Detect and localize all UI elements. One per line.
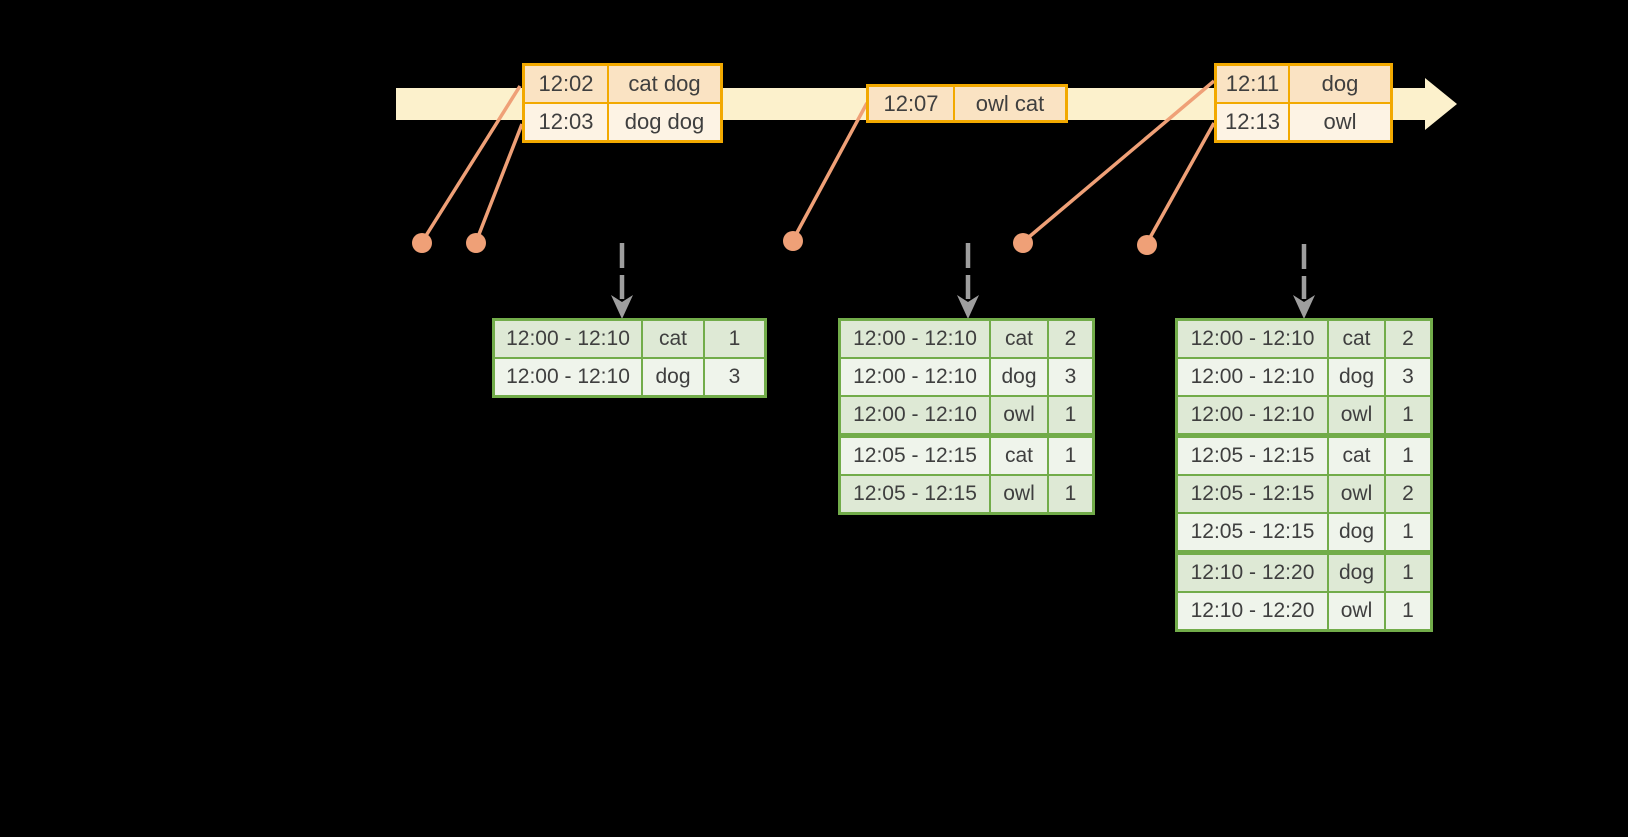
count-cell: 1	[705, 321, 764, 357]
event-time-cell: 12:02	[525, 66, 607, 102]
result-row: 12:00 - 12:10 owl 1	[841, 397, 1092, 433]
result-row: 12:05 - 12:15 owl 1	[841, 476, 1092, 512]
result-table-1: 12:00 - 12:10 cat 1 12:00 - 12:10 dog 3	[492, 318, 767, 398]
result-table-3: 12:00 - 12:10 cat 2 12:00 - 12:10 dog 3 …	[1175, 318, 1433, 632]
word-cell: owl	[1329, 476, 1384, 512]
word-cell: owl	[1329, 397, 1384, 433]
result-row: 12:00 - 12:10 cat 2	[1178, 321, 1430, 357]
event-row: 12:11 dog	[1217, 66, 1390, 102]
trigger-arrowheads	[611, 295, 1315, 319]
word-cell: owl	[991, 397, 1047, 433]
count-cell: 1	[1386, 514, 1430, 550]
window-cell: 12:05 - 12:15	[841, 476, 989, 512]
event-table-1: 12:02 cat dog 12:03 dog dog	[522, 63, 723, 143]
event-time-cell: 12:13	[1217, 104, 1288, 140]
window-cell: 12:00 - 12:10	[1178, 359, 1327, 395]
event-connector-line	[474, 123, 524, 243]
event-words-cell: dog	[1290, 66, 1390, 102]
trigger-arrows	[619, 243, 1307, 299]
count-cell: 1	[1049, 397, 1092, 433]
count-cell: 1	[1049, 438, 1092, 474]
window-cell: 12:00 - 12:10	[1178, 321, 1327, 357]
result-row: 12:10 - 12:20 dog 1	[1178, 555, 1430, 591]
event-connector-line	[791, 102, 869, 241]
word-cell: cat	[991, 438, 1047, 474]
event-time-cell: 12:11	[1217, 66, 1288, 102]
count-cell: 1	[1386, 555, 1430, 591]
window-cell: 12:05 - 12:15	[1178, 476, 1327, 512]
trigger-arrowhead-icon	[957, 295, 979, 319]
window-cell: 12:00 - 12:10	[841, 359, 989, 395]
event-table-2: 12:07 owl cat	[866, 84, 1068, 123]
result-table-2: 12:00 - 12:10 cat 2 12:00 - 12:10 dog 3 …	[838, 318, 1095, 515]
word-cell: cat	[1329, 438, 1384, 474]
event-dot	[1137, 235, 1157, 255]
word-cell: dog	[991, 359, 1047, 395]
count-cell: 3	[705, 359, 764, 395]
count-cell: 1	[1049, 476, 1092, 512]
word-cell: owl	[991, 476, 1047, 512]
word-cell: dog	[1329, 555, 1384, 591]
result-row: 12:00 - 12:10 cat 2	[841, 321, 1092, 357]
window-cell: 12:05 - 12:15	[1178, 438, 1327, 474]
result-row: 12:05 - 12:15 cat 1	[1178, 438, 1430, 474]
word-cell: owl	[1329, 593, 1384, 629]
count-cell: 2	[1049, 321, 1092, 357]
event-time-cell: 12:03	[525, 104, 607, 140]
count-cell: 1	[1386, 397, 1430, 433]
window-cell: 12:00 - 12:10	[495, 321, 641, 357]
window-cell: 12:00 - 12:10	[1178, 397, 1327, 433]
word-cell: dog	[1329, 359, 1384, 395]
count-cell: 2	[1386, 321, 1430, 357]
event-row: 12:03 dog dog	[525, 104, 720, 140]
word-cell: dog	[643, 359, 703, 395]
result-row: 12:00 - 12:10 dog 3	[495, 359, 764, 395]
result-row: 12:00 - 12:10 cat 1	[495, 321, 764, 357]
result-row: 12:05 - 12:15 dog 1	[1178, 514, 1430, 550]
window-cell: 12:10 - 12:20	[1178, 555, 1327, 591]
event-connector-line	[1145, 122, 1216, 244]
event-row: 12:13 owl	[1217, 104, 1390, 140]
window-cell: 12:00 - 12:10	[495, 359, 641, 395]
count-cell: 2	[1386, 476, 1430, 512]
event-dot	[466, 233, 486, 253]
event-words-cell: cat dog	[609, 66, 720, 102]
event-row: 12:02 cat dog	[525, 66, 720, 102]
word-cell: dog	[1329, 514, 1384, 550]
trigger-arrowhead-icon	[1293, 295, 1315, 319]
event-dot	[412, 233, 432, 253]
event-words-cell: owl	[1290, 104, 1390, 140]
event-dot	[783, 231, 803, 251]
result-row: 12:10 - 12:20 owl 1	[1178, 593, 1430, 629]
window-cell: 12:05 - 12:15	[1178, 514, 1327, 550]
count-cell: 3	[1049, 359, 1092, 395]
window-cell: 12:00 - 12:10	[841, 397, 989, 433]
event-words-cell: dog dog	[609, 104, 720, 140]
count-cell: 1	[1386, 438, 1430, 474]
word-cell: cat	[991, 321, 1047, 357]
event-table-3: 12:11 dog 12:13 owl	[1214, 63, 1393, 143]
word-cell: cat	[1329, 321, 1384, 357]
result-row: 12:00 - 12:10 owl 1	[1178, 397, 1430, 433]
window-cell: 12:00 - 12:10	[841, 321, 989, 357]
window-cell: 12:05 - 12:15	[841, 438, 989, 474]
count-cell: 1	[1386, 593, 1430, 629]
event-row: 12:07 owl cat	[869, 87, 1065, 120]
count-cell: 3	[1386, 359, 1430, 395]
event-dot	[1013, 233, 1033, 253]
result-row: 12:00 - 12:10 dog 3	[841, 359, 1092, 395]
event-dots	[412, 231, 1157, 255]
timeline-arrowhead-icon	[1425, 78, 1457, 130]
result-row: 12:05 - 12:15 owl 2	[1178, 476, 1430, 512]
result-row: 12:00 - 12:10 dog 3	[1178, 359, 1430, 395]
event-words-cell: owl cat	[955, 87, 1065, 120]
word-cell: cat	[643, 321, 703, 357]
event-time-cell: 12:07	[869, 87, 953, 120]
window-cell: 12:10 - 12:20	[1178, 593, 1327, 629]
result-row: 12:05 - 12:15 cat 1	[841, 438, 1092, 474]
trigger-arrowhead-icon	[611, 295, 633, 319]
